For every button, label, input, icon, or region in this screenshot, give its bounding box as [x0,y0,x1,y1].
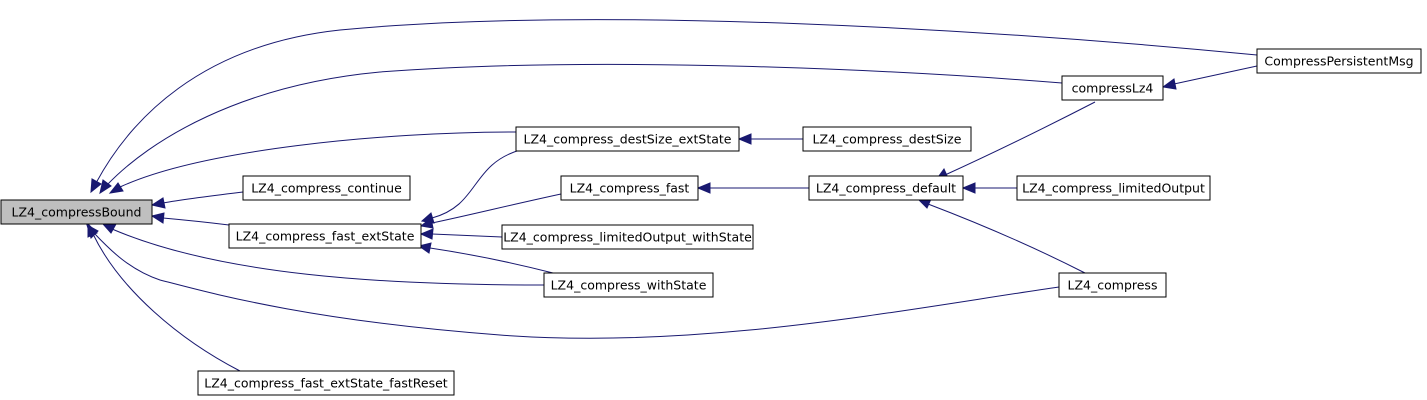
edge-dsext-to-fext [431,149,521,219]
arrowhead [419,217,434,229]
arrowhead [108,182,124,194]
arrowhead [150,197,166,209]
edge-ws-to-bound [111,228,545,286]
arrowhead [90,178,102,194]
svg-text:CompressPersistentMsg: CompressPersistentMsg [1264,54,1413,69]
arrowhead [419,228,434,240]
svg-text:LZ4_compress_fast_extState: LZ4_compress_fast_extState [236,229,415,244]
node-lz4-compress-destsize-extstate[interactable]: LZ4_compress_destSize_extState [515,126,740,152]
node-compresspersistentmsg[interactable]: CompressPersistentMsg [1256,48,1422,74]
edge-clz4-to-bound [106,63,1063,186]
svg-text:LZ4_compress_withState: LZ4_compress_withState [551,278,707,293]
svg-text:compressLz4: compressLz4 [1072,81,1154,96]
node-lz4-compress-fast[interactable]: LZ4_compress_fast [560,175,699,201]
node-lz4-compress-fast-extstate[interactable]: LZ4_compress_fast_extState [228,223,422,249]
svg-text:LZ4_compress_continue: LZ4_compress_continue [251,181,402,196]
nodes: LZ4_compressBound CompressPersistentMsg … [0,48,1422,396]
node-lz4-compress-limitedoutput[interactable]: LZ4_compress_limitedOutput [1016,175,1211,201]
node-lz4-compress-fast-extstate-fastreset[interactable]: LZ4_compress_fast_extState_fastReset [197,370,455,396]
arrowhead [101,223,117,234]
edge-limws-to-fext [431,233,503,238]
arrowhead [961,182,976,194]
svg-text:LZ4_compress_limitedOutput: LZ4_compress_limitedOutput [1022,181,1205,196]
edge-cpm-to-bound [95,19,1258,184]
edge-cont-to-bound [162,191,244,204]
arrowhead [417,242,432,254]
svg-text:LZ4_compressBound: LZ4_compressBound [12,205,142,220]
arrowhead [696,182,711,194]
node-lz4-compress[interactable]: LZ4_compress [1058,272,1167,298]
node-lz4-compress-limitedoutput-withstate[interactable]: LZ4_compress_limitedOutput_withState [501,224,754,250]
node-lz4-compress-destsize[interactable]: LZ4_compress_destSize [802,126,972,152]
edge-ws-to-fext [429,247,554,274]
edge-fext-to-bound [162,217,230,226]
arrowhead [737,133,752,145]
edge-comp-to-bound [93,232,1060,339]
node-compresslz4[interactable]: compressLz4 [1061,75,1164,101]
edge-def-to-clz4 [944,101,1096,176]
svg-text:LZ4_compress_limitedOutput_wit: LZ4_compress_limitedOutput_withState [503,230,752,245]
svg-text:LZ4_compress_destSize_extState: LZ4_compress_destSize_extState [524,132,732,147]
svg-text:LZ4_compress_fast: LZ4_compress_fast [570,181,690,196]
svg-text:LZ4_compress: LZ4_compress [1068,278,1158,293]
edge-fast-to-fext [431,193,562,224]
edge-comp-to-def [927,203,1086,274]
node-lz4-compress-default[interactable]: LZ4_compress_default [808,175,964,201]
edge-freset-to-bound [92,233,241,372]
arrowhead [1161,78,1177,90]
node-lz4-compress-continue[interactable]: LZ4_compress_continue [242,175,411,201]
arrowhead [99,179,112,195]
edge-dsext-to-bound [119,131,517,188]
svg-text:LZ4_compress_fast_extState_fas: LZ4_compress_fast_extState_fastReset [204,376,448,391]
node-lz4-compress-withstate[interactable]: LZ4_compress_withState [543,272,714,298]
edge-cpm-to-clz4 [1173,65,1258,85]
arrowhead [150,212,165,224]
node-lz4-compressbound[interactable]: LZ4_compressBound [0,199,153,225]
arrowhead [87,222,98,238]
svg-text:LZ4_compress_default: LZ4_compress_default [816,181,956,196]
svg-text:LZ4_compress_destSize: LZ4_compress_destSize [813,132,962,147]
